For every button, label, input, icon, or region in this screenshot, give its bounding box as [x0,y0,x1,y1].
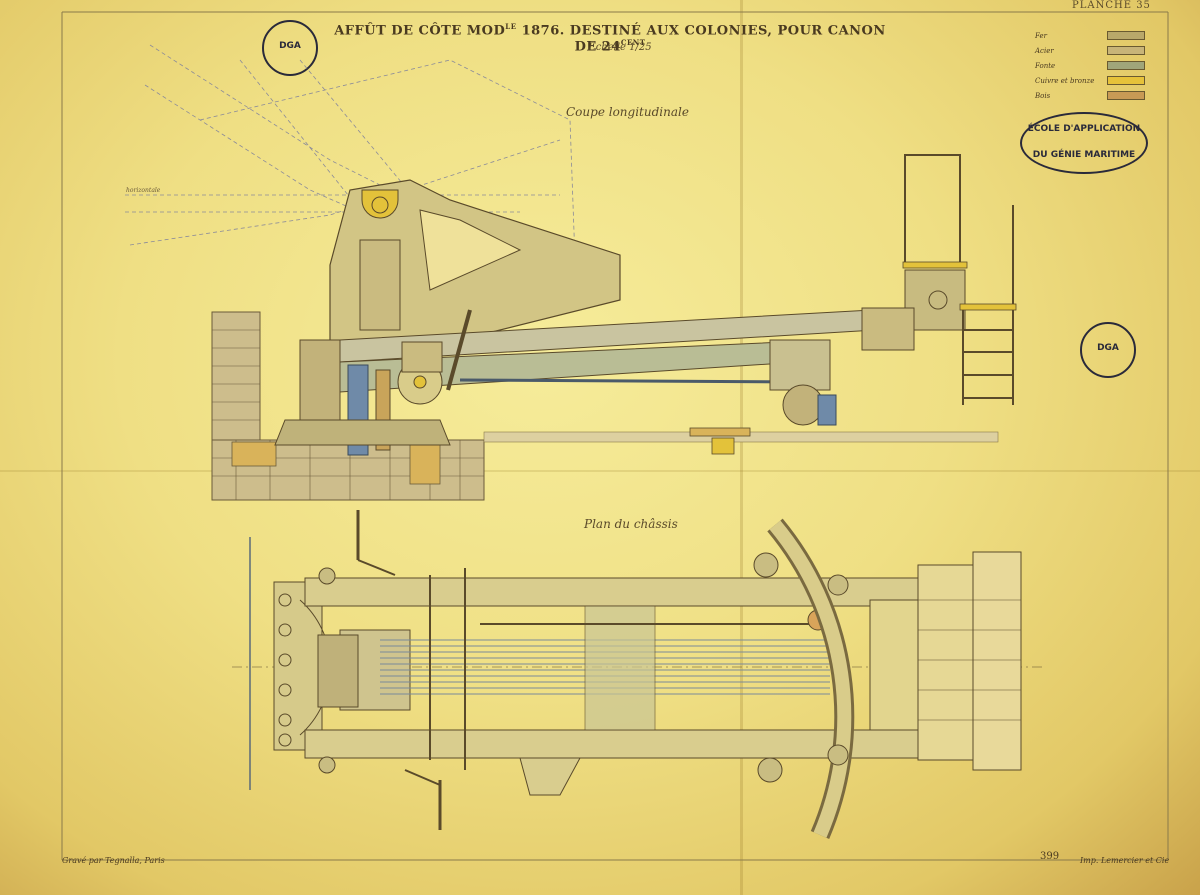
legend-label: Acier [1035,46,1054,55]
rear-bracket [769,339,831,391]
front-bracket [299,339,341,436]
legend-swatch [1107,31,1145,40]
legend-label: Fonte [1035,61,1056,70]
trunnion-pin [371,196,389,214]
rear-end-plate [861,307,915,351]
chassis-side-rail-bottom [304,729,966,759]
archive-seal-right: DGA [1080,322,1136,378]
legend-row: Fonte [1035,58,1145,73]
stamp-line-1: ÉCOLE D'APPLICATION [1027,124,1141,134]
sight-arc [299,59,471,266]
plan-label: Plan du châssis [584,517,678,531]
scale-label: Echelle 1/25 [588,42,652,53]
engraver-credit: Gravé par Tegnalla, Paris [62,856,165,865]
training-crank [357,559,396,576]
archive-seal-top: DGA [262,20,318,76]
stamp-line-2: DU GÉNIE MARITIME [1032,150,1136,161]
rear-buffer-block [904,269,966,331]
legend-label: Cuivre et bronze [1035,76,1095,85]
printer-credit: Imp. Lemercier et Cie [1080,856,1170,865]
training-crank [404,769,441,786]
legend-label: Bois [1035,91,1051,100]
chassis-side-rail-top [304,577,966,607]
cheek-lightening-hole [419,209,522,291]
legend-row: Cuivre et bronze [1035,73,1145,88]
legend-swatch [1107,91,1145,100]
rear-sleeper [689,427,751,437]
compressor-clamp [317,634,359,708]
library-stamp: ÉCOLE D'APPLICATION DU GÉNIE MARITIME [1020,112,1148,174]
plate-number: PLANCHE 35 [1072,0,1151,11]
sight-arc [199,59,576,261]
trunnion-bearing [361,189,399,219]
section-label: Coupe longitudinale [566,105,689,119]
horizontal-label: horizontale [126,187,161,194]
legend-row: Bois [1035,88,1145,103]
elevation-view: horizontale [125,44,1017,501]
rear-bracket-plan [519,757,581,796]
rear-cross-member [869,599,919,731]
pivot-block [359,239,401,331]
traverse-racer-face [769,520,852,838]
rear-platform-steps [972,551,1022,771]
page-title: AFFÛT DE CÔTE MODLE 1876. DESTINÉ AUX CO… [334,22,886,55]
transom-bolts [278,593,292,747]
legend-swatch [1107,61,1145,70]
legend-row: Acier [1035,43,1145,58]
front-pivot-plate [274,419,451,446]
step-plate [959,303,1017,311]
plan-view [232,510,1045,839]
legend-swatch [1107,76,1145,85]
traverse-wheels [318,552,849,783]
material-legend: Fer Acier Fonte Cuivre et bronze Bois [1035,28,1145,103]
gun-elevated-outline [149,44,421,206]
page-number: 399 [1040,851,1060,862]
fold-line-horizontal [0,470,1200,472]
buffer-bolt [928,290,948,310]
gear-housing [401,341,443,373]
gear-hub [413,375,427,389]
sleeper-block [711,437,735,455]
compressor-rod [459,378,801,384]
fold-line-vertical [740,0,743,895]
step-plate [902,261,968,269]
legend-label: Fer [1035,31,1047,40]
rear-platform [917,564,974,761]
legend-row: Fer [1035,28,1145,43]
front-transom [273,581,323,751]
legend-swatch [1107,46,1145,55]
cross-brace [584,605,656,731]
traverse-roller [782,384,824,426]
elevating-screw [446,309,472,391]
roller-bracket [817,394,837,426]
platform-boards [918,599,1021,721]
